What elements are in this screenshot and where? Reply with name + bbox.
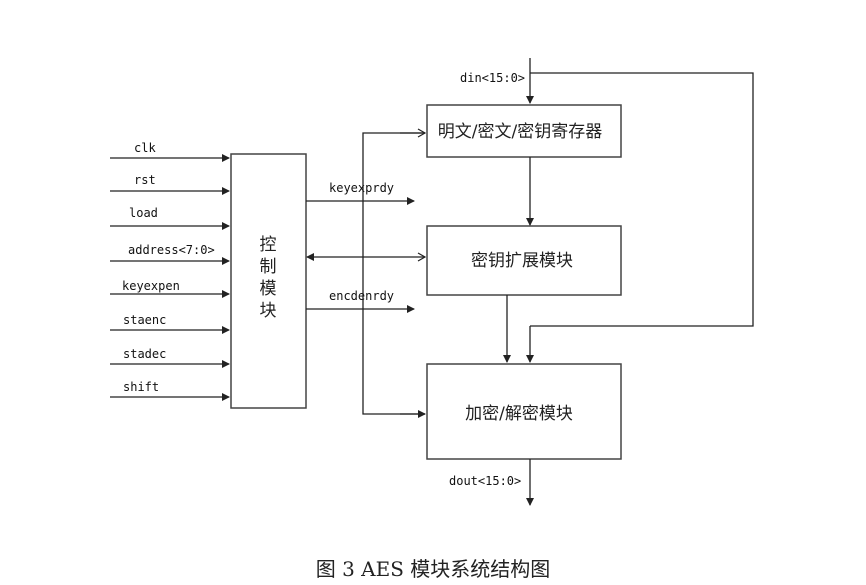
- key-expansion-label: 密钥扩展模块: [471, 251, 573, 271]
- register-block: [426, 104, 622, 158]
- enc-dec-block: [426, 363, 622, 460]
- input-signals: clk rst load address<7:0> keyexpen staen…: [110, 141, 230, 401]
- svg-text:制: 制: [260, 257, 277, 277]
- rst-label: rst: [134, 173, 156, 187]
- dout-label: dout<15:0>: [449, 474, 521, 488]
- shift-label: shift: [123, 380, 159, 394]
- control-block-label: 控 制 模 块: [260, 235, 277, 321]
- svg-text:控: 控: [260, 235, 277, 255]
- figure-caption: 图 3 AES 模块系统结构图: [316, 557, 551, 581]
- register-block-label: 明文/密文/密钥寄存器: [438, 122, 602, 142]
- load-label: load: [129, 206, 158, 220]
- control-block: [230, 153, 307, 409]
- staenc-label: staenc: [123, 313, 166, 327]
- svg-text:模: 模: [260, 279, 277, 299]
- din-feedback-line: [530, 72, 754, 327]
- stadec-label: stadec: [123, 347, 166, 361]
- address-label: address<7:0>: [128, 243, 215, 257]
- key-expansion-block: [426, 225, 622, 296]
- din-label: din<15:0>: [460, 71, 525, 85]
- enc-dec-label: 加密/解密模块: [465, 404, 573, 424]
- keyexpen-label: keyexpen: [122, 279, 180, 293]
- keyexprdy-label: keyexprdy: [329, 181, 394, 195]
- clk-label: clk: [134, 141, 156, 155]
- encdenrdy-label: encdenrdy: [329, 289, 394, 303]
- control-bus-line: [362, 132, 425, 415]
- svg-text:块: 块: [260, 301, 277, 321]
